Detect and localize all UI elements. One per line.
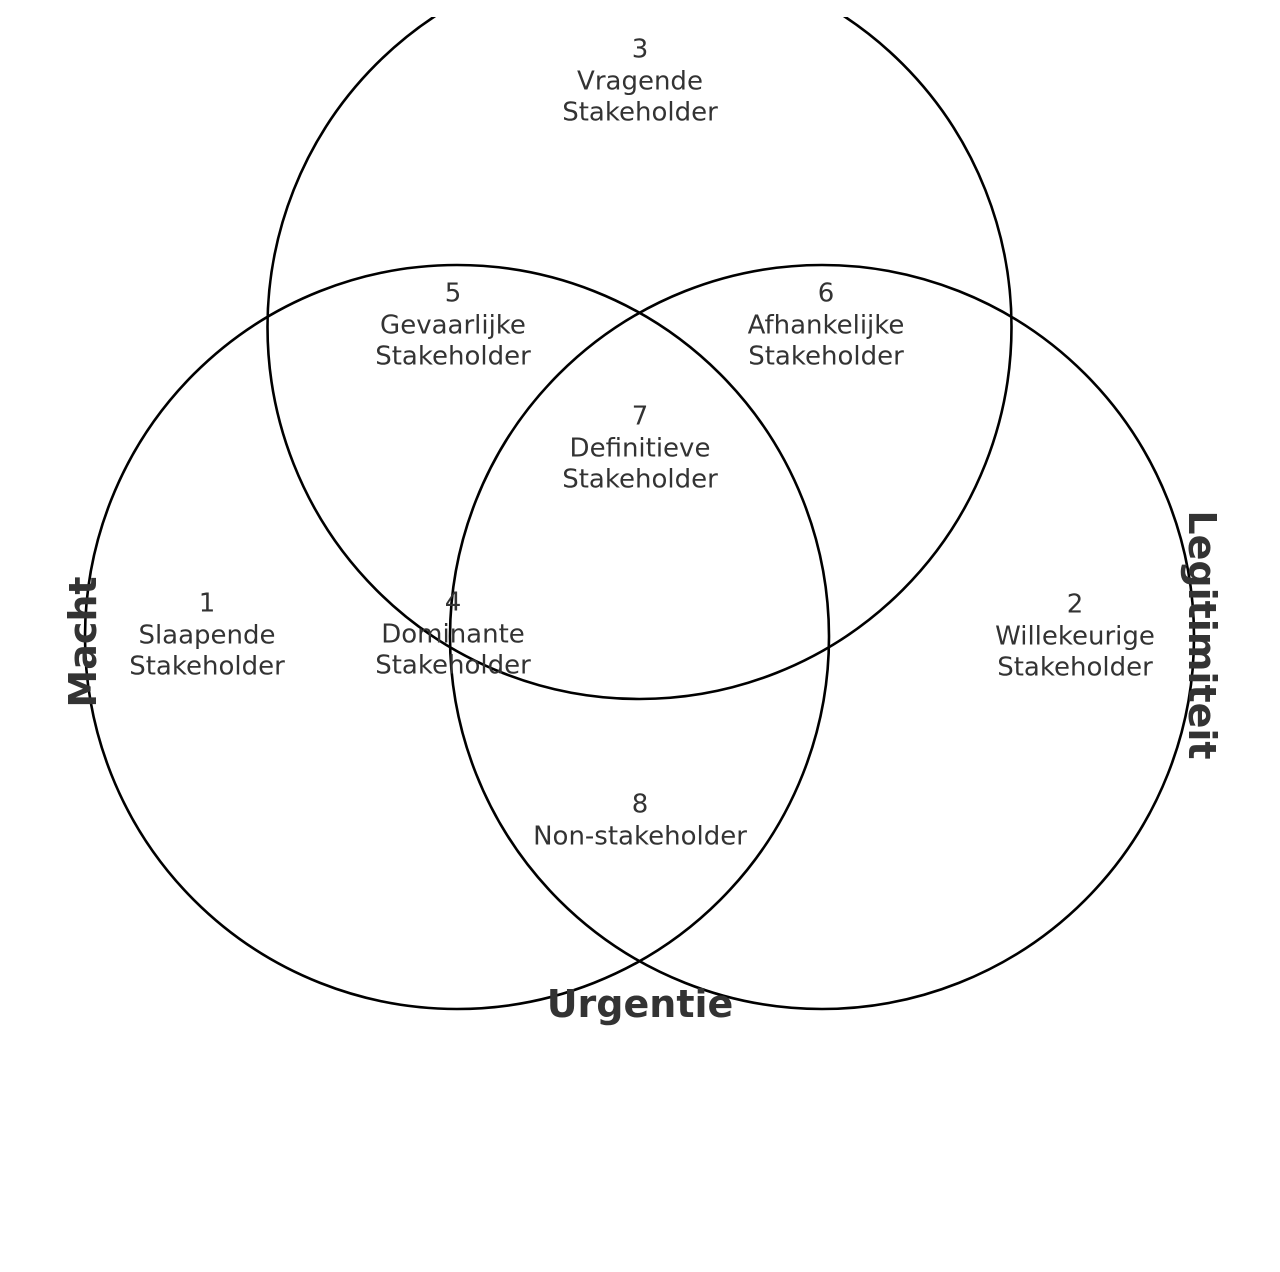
region-4-dominante-label: 4 Dominante Stakeholder: [375, 587, 531, 682]
region-3-name: Vragende Stakeholder: [562, 66, 718, 128]
axis-label-legitimiteit: Legitimiteit: [1180, 510, 1224, 760]
region-7-name: Definitieve Stakeholder: [562, 433, 718, 495]
axis-label-macht: Macht: [61, 576, 105, 708]
region-4-name: Dominante Stakeholder: [375, 619, 531, 681]
region-3-number: 3: [631, 34, 649, 65]
region-5-name: Gevaarlijke Stakeholder: [375, 310, 531, 372]
region-5-number: 5: [444, 278, 462, 309]
region-6-name: Afhankelijke Stakeholder: [747, 310, 905, 372]
region-6-number: 6: [817, 278, 835, 309]
region-2-name: Willekeurige Stakeholder: [995, 621, 1155, 683]
region-7-definitieve-label: 7 Definitieve Stakeholder: [562, 401, 718, 496]
legitimiteit-circle: [448, 263, 1196, 1011]
region-6-afhankelijke-label: 6 Afhankelijke Stakeholder: [748, 278, 905, 373]
macht-circle: [83, 263, 831, 1011]
region-8-name: Non-stakeholder: [533, 821, 747, 851]
axis-label-urgentie: Urgentie: [546, 982, 734, 1026]
region-7-number: 7: [631, 401, 649, 432]
region-1-slaapende-label: 1 Slaapende Stakeholder: [129, 588, 285, 683]
region-1-number: 1: [198, 588, 216, 619]
region-8-non-stakeholder-label: 8 Non-stakeholder: [533, 789, 747, 852]
region-2-willekeurige-label: 2 Willekeurige Stakeholder: [995, 589, 1155, 684]
region-5-gevaarlijke-label: 5 Gevaarlijke Stakeholder: [375, 278, 531, 373]
region-1-name: Slaapende Stakeholder: [129, 620, 285, 682]
region-2-number: 2: [1066, 589, 1084, 620]
urgentie-circle: [266, 17, 1013, 701]
region-4-number: 4: [444, 587, 462, 618]
region-8-number: 8: [631, 789, 649, 820]
region-3-vragende-label: 3 Vragende Stakeholder: [562, 34, 718, 129]
